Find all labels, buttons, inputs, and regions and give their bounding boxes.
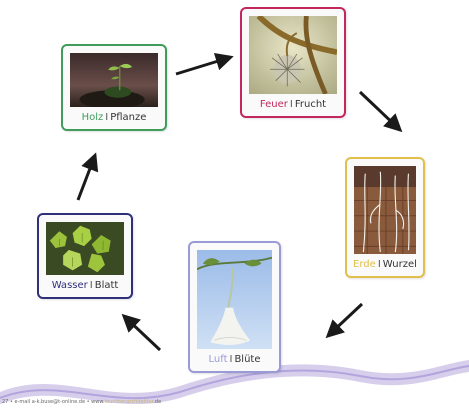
arrow-erde-to-luft [330,304,362,334]
footer: 27 • e-mail a-k.buse@t-online.de • www.l… [2,399,161,405]
arrow-holz-to-feuer [176,58,228,74]
website-link[interactable]: www.leuchtenarchitektur.de [91,399,161,405]
page-number: 27 [2,399,8,405]
bullet: • [10,399,13,405]
email-link[interactable]: e-mail a-k.buse@t-online.de [15,399,86,405]
arrow-wasser-to-holz [78,158,94,200]
www-prefix: www. [91,399,104,405]
arrow-luft-to-wasser [126,318,160,350]
www-site: leuchtenarchitektur [105,399,154,405]
arrow-feuer-to-erde [360,92,398,128]
bullet: • [87,399,90,405]
www-suffix: .de [153,399,161,405]
